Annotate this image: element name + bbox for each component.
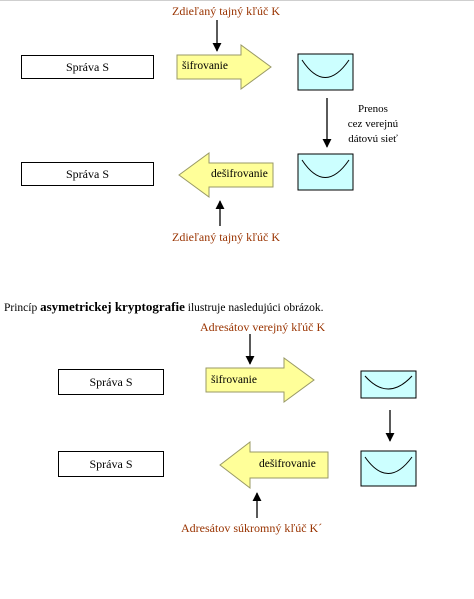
encrypt-block-arrow bbox=[205, 357, 315, 403]
transfer-line: dátovú sieť bbox=[348, 133, 398, 145]
shared-key-bottom-label: Zdieľaný tajný kľúč K bbox=[172, 230, 281, 244]
caption-bold-text: asymetrickej kryptografie bbox=[40, 299, 185, 314]
message-label: Správa S bbox=[89, 456, 133, 471]
decrypt-label: dešifrovanie bbox=[259, 458, 316, 470]
public-key-label: Adresátov verejný kľúč K bbox=[200, 320, 326, 334]
envelope-icon bbox=[360, 450, 417, 487]
transfer-line: cez verejnú bbox=[347, 118, 399, 130]
message-label: Správa S bbox=[89, 374, 133, 389]
envelope-icon bbox=[297, 53, 354, 91]
decrypt-block-arrow bbox=[219, 440, 329, 490]
transfer-line: Prenos bbox=[358, 103, 388, 115]
asymmetric-caption: Princíp asymetrickej kryptografie ilustr… bbox=[4, 299, 323, 315]
message-box-sym-bottom: Správa S bbox=[21, 162, 154, 186]
top-border-line bbox=[0, 0, 474, 1]
caption-text: Princíp bbox=[4, 302, 41, 314]
envelope-icon bbox=[297, 153, 354, 191]
shared-key-top-label: Zdieľaný tajný kľúč K bbox=[172, 4, 281, 18]
private-key-label: Adresátov súkromný kľúč K´ bbox=[181, 521, 323, 535]
decrypt-block-arrow bbox=[178, 152, 274, 198]
message-label: Správa S bbox=[66, 59, 109, 74]
transfer-text: Prenos cez verejnú dátovú sieť bbox=[338, 102, 408, 147]
message-box-sym-top: Správa S bbox=[21, 55, 154, 79]
envelope-icon bbox=[360, 370, 417, 399]
encrypt-label: šifrovanie bbox=[182, 60, 228, 72]
message-label: Správa S bbox=[66, 166, 109, 181]
encrypt-block-arrow bbox=[176, 44, 272, 90]
decrypt-label: dešifrovanie bbox=[211, 168, 268, 180]
caption-text: ilustruje nasledujúci obrázok. bbox=[184, 302, 324, 314]
message-box-asym-bottom: Správa S bbox=[58, 451, 164, 477]
message-box-asym-top: Správa S bbox=[58, 369, 164, 395]
encrypt-label: šifrovanie bbox=[211, 374, 257, 386]
